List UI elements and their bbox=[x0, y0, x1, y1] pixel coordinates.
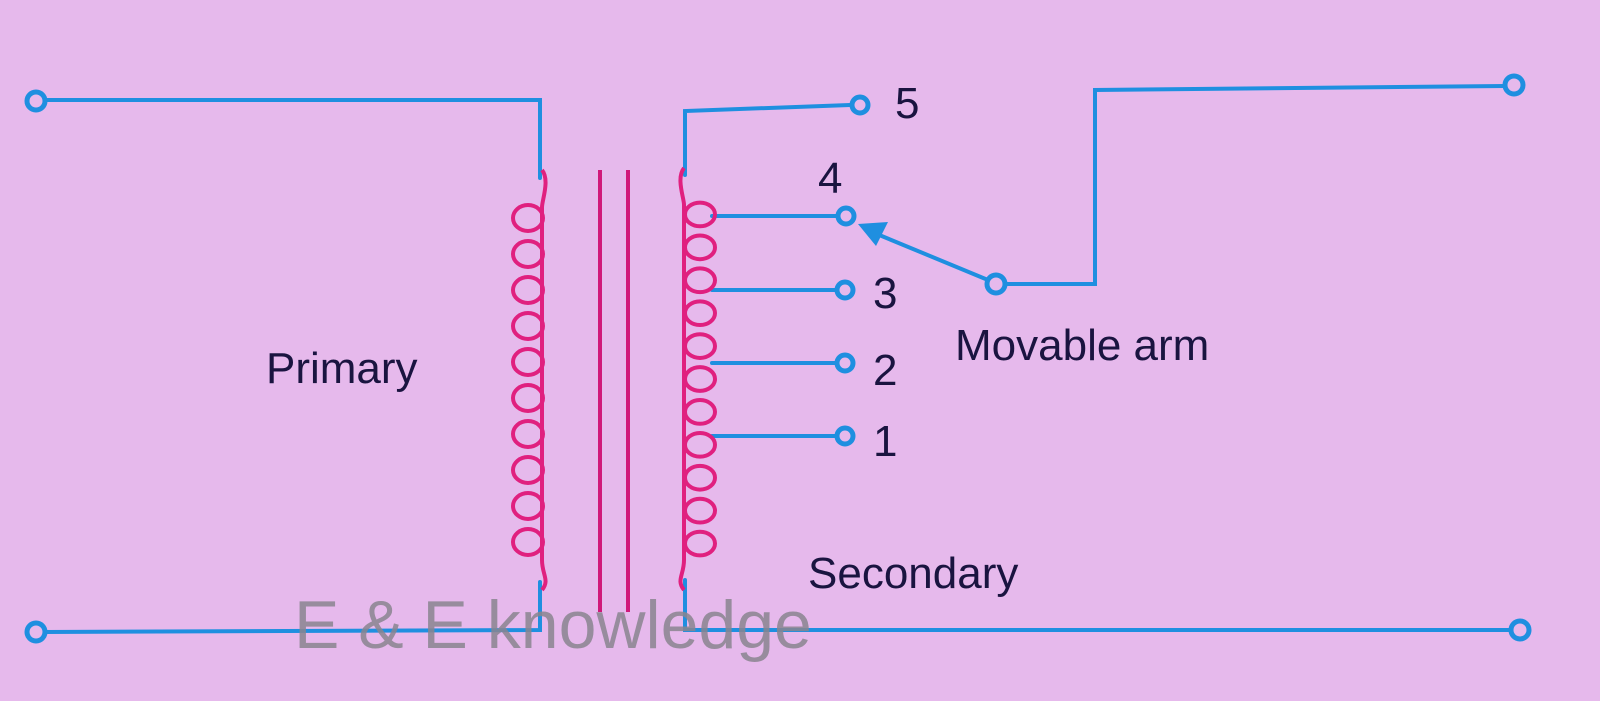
tap-5-terminal[interactable] bbox=[849, 94, 871, 116]
winding-turn bbox=[511, 239, 545, 269]
movable-arm-pivot[interactable] bbox=[984, 272, 1008, 296]
primary-bottom-wire bbox=[43, 580, 542, 634]
winding-turn bbox=[511, 383, 545, 413]
movable-arm[interactable] bbox=[858, 73, 1526, 296]
primary-circuit bbox=[24, 89, 548, 644]
primary-winding bbox=[511, 168, 548, 592]
winding-turn bbox=[683, 299, 717, 328]
tap-label-1: 1 bbox=[873, 417, 897, 466]
winding-turn bbox=[683, 266, 717, 295]
primary-top-terminal bbox=[24, 89, 48, 113]
tap-label-4: 4 bbox=[818, 154, 842, 203]
winding-turn bbox=[511, 455, 545, 485]
winding-turn bbox=[683, 463, 717, 492]
tap-label-2: 2 bbox=[873, 346, 897, 395]
winding-turn bbox=[683, 398, 717, 426]
winding-turn bbox=[511, 491, 545, 521]
winding-turn bbox=[683, 430, 717, 459]
secondary-bottom-wire bbox=[683, 578, 1512, 632]
secondary-winding bbox=[678, 166, 717, 592]
winding-turn bbox=[683, 529, 717, 558]
secondary-top-wire bbox=[683, 103, 852, 177]
secondary-bottom-terminal bbox=[1508, 618, 1532, 642]
secondary-circuit bbox=[678, 94, 1532, 642]
winding-turn bbox=[683, 200, 717, 229]
movable-arm-arrow-icon bbox=[858, 222, 888, 246]
winding-turn bbox=[683, 332, 717, 360]
winding-turn bbox=[511, 527, 545, 557]
winding-turn bbox=[511, 311, 545, 341]
tap-label-5: 5 bbox=[895, 79, 919, 128]
movable-arm-label: Movable arm bbox=[955, 321, 1209, 370]
winding-turn bbox=[511, 203, 545, 233]
winding-turn bbox=[683, 233, 717, 262]
watermark: E & E knowledge bbox=[294, 587, 812, 663]
winding-turn bbox=[511, 347, 545, 377]
tap-4-terminal[interactable] bbox=[835, 205, 857, 227]
primary-label: Primary bbox=[266, 344, 418, 393]
tap-label-3: 3 bbox=[873, 269, 897, 318]
winding-turn bbox=[511, 275, 545, 305]
tap-3-terminal[interactable] bbox=[834, 279, 856, 301]
winding-turn bbox=[683, 496, 717, 525]
movable-arm-line[interactable] bbox=[870, 230, 990, 282]
tap-2-terminal[interactable] bbox=[834, 352, 856, 374]
secondary-label: Secondary bbox=[808, 549, 1018, 598]
output-wire bbox=[1003, 84, 1507, 286]
output-top-terminal bbox=[1502, 73, 1526, 97]
primary-bottom-terminal bbox=[24, 620, 48, 644]
winding-turn bbox=[683, 365, 717, 393]
winding-spine bbox=[540, 168, 548, 592]
winding-turn bbox=[511, 419, 545, 449]
tap-1-terminal[interactable] bbox=[834, 425, 856, 447]
primary-top-wire bbox=[43, 98, 542, 180]
